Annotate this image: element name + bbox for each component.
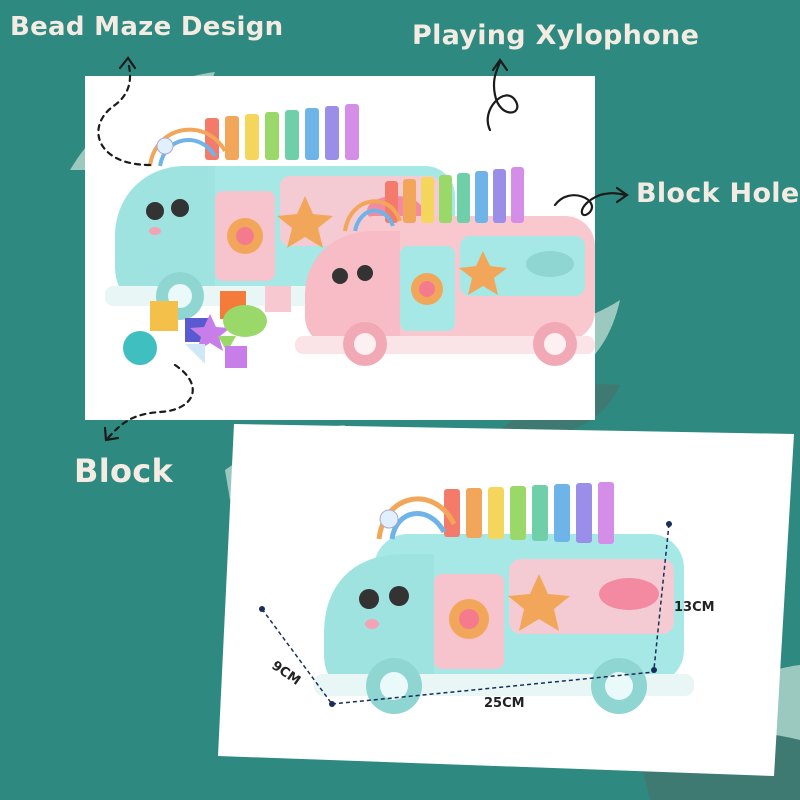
xylophone-bars bbox=[205, 104, 359, 160]
dimension-bus bbox=[314, 482, 694, 714]
bead-maze-label: Bead Maze Design bbox=[10, 12, 284, 42]
shape-blocks bbox=[123, 286, 291, 368]
dimension-lines bbox=[261, 523, 670, 705]
product-photo-two-buses bbox=[85, 76, 595, 420]
xylophone-label: Playing Xylophone bbox=[412, 20, 700, 51]
block-label: Block bbox=[74, 452, 174, 490]
blue-bus bbox=[105, 104, 465, 320]
product-photo-dimensions: 13CM 9CM 25CM bbox=[214, 404, 800, 784]
xylophone-bars bbox=[444, 482, 614, 544]
pink-bus bbox=[295, 167, 595, 366]
block-hole-label: Block Hole bbox=[636, 178, 800, 209]
length-dimension: 25CM bbox=[484, 696, 525, 711]
xylophone-bars bbox=[385, 167, 524, 223]
height-dimension: 13CM bbox=[674, 600, 715, 615]
